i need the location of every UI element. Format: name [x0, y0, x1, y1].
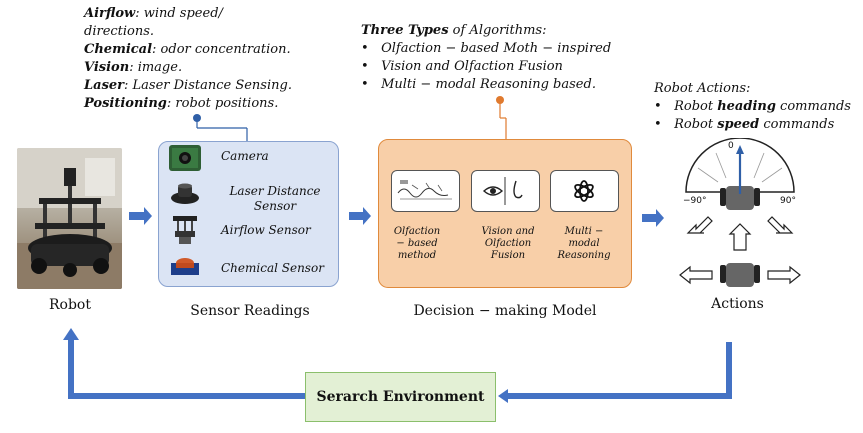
decision-dot: [496, 96, 504, 104]
actions-diagram: [679, 138, 801, 287]
note-laser: Laser: Laser Distance Sensing.: [84, 78, 292, 93]
algorithms-title: Three Types of Algorithms:: [361, 23, 547, 38]
sensor-camera: Camera: [165, 145, 335, 173]
note-airflow-cont: directions.: [84, 24, 155, 39]
gauge-zero-label: 0: [728, 141, 734, 151]
sensor-label-laser: Laser Distance Sensor: [229, 184, 321, 213]
sensor-label-camera: Camera: [221, 149, 269, 163]
note-vision: Vision: image.: [84, 60, 183, 75]
sensor-label-airflow: Airflow Sensor: [221, 223, 311, 237]
algo-label-reasoning: Multi − modal Reasoning: [557, 226, 611, 261]
arrow-sensors-to-decision: [349, 207, 371, 225]
arrow-forward-right-icon: [767, 216, 794, 234]
robot-caption: Robot: [49, 297, 91, 313]
sensor-airflow: Airflow Sensor: [165, 214, 335, 244]
camera-icon: [169, 145, 201, 171]
robot-top-icon: [726, 186, 754, 210]
robot-illustration: [17, 148, 122, 289]
anemometer-icon: [169, 214, 201, 244]
algo-box-olfaction: [391, 170, 460, 212]
gauge-right-label: 90°: [780, 196, 796, 206]
loop-arrowhead-left: [498, 389, 508, 403]
gauge-left-label: −90°: [683, 196, 707, 206]
actions-title: Robot Actions:: [654, 81, 751, 96]
actions-item: • Robot speed commands: [654, 117, 835, 132]
moth-trajectory-icon: [397, 180, 452, 200]
loop-arrowhead-up: [63, 328, 79, 340]
arrow-forward-icon: [728, 223, 752, 251]
algo-label-fusion: Vision and Olfaction Fusion: [481, 226, 535, 261]
arrow-right-icon: [767, 265, 801, 285]
decision-panel: Olfaction − based method Vision and Olfa…: [378, 139, 632, 288]
eye-nose-icon: [482, 177, 523, 205]
note-positioning: Positioning: robot positions.: [84, 96, 279, 111]
arrow-forward-left-icon: [686, 216, 713, 234]
sensor-laser: Laser Distance Sensor: [165, 180, 335, 213]
algorithms-item: • Vision and Olfaction Fusion: [361, 59, 563, 74]
sensor-notes: Airflow: wind speed/ directions. Chemica…: [84, 5, 324, 113]
note-airflow: Airflow: wind speed/: [84, 6, 223, 21]
algo-label-olfaction: Olfaction − based method: [393, 226, 441, 261]
loop-bottom-right: [508, 393, 732, 399]
sensor-dot: [193, 114, 201, 122]
lidar-icon: [169, 180, 201, 206]
environment-box: Serarch Environment: [305, 372, 496, 422]
sensor-chemical: Chemical Sensor: [165, 253, 335, 281]
loop-left-vertical: [68, 338, 74, 399]
algorithms-note: Three Types of Algorithms: • Olfaction −…: [361, 22, 641, 94]
sensor-panel: Camera Laser Distance Sensor Airflow Sen…: [158, 141, 339, 287]
algo-box-fusion: [471, 170, 540, 212]
arrow-left-icon: [679, 265, 713, 285]
algorithms-item: • Multi − modal Reasoning based.: [361, 77, 596, 92]
actions-item: • Robot heading commands: [654, 99, 851, 114]
chemical-sensor-icon: [169, 253, 201, 279]
loop-bottom-left: [68, 393, 305, 399]
loop-right-vertical: [726, 342, 732, 399]
arrow-robot-to-sensors: [129, 207, 152, 225]
decision-caption: Decision − making Model: [413, 303, 597, 319]
sensor-readings-caption: Sensor Readings: [190, 303, 310, 319]
environment-label: Serarch Environment: [316, 389, 485, 405]
actions-caption: Actions: [711, 296, 764, 312]
actions-note: Robot Actions: • Robot heading commands …: [654, 80, 863, 134]
openai-logo-icon: [574, 180, 594, 202]
arrow-decision-to-actions: [642, 209, 664, 227]
note-chemical: Chemical: odor concentration.: [84, 42, 291, 57]
sensor-label-chemical: Chemical Sensor: [221, 261, 324, 275]
algo-box-reasoning: [550, 170, 619, 212]
robot-photo: [17, 148, 122, 289]
algorithms-item: • Olfaction − based Moth − inspired: [361, 41, 612, 56]
